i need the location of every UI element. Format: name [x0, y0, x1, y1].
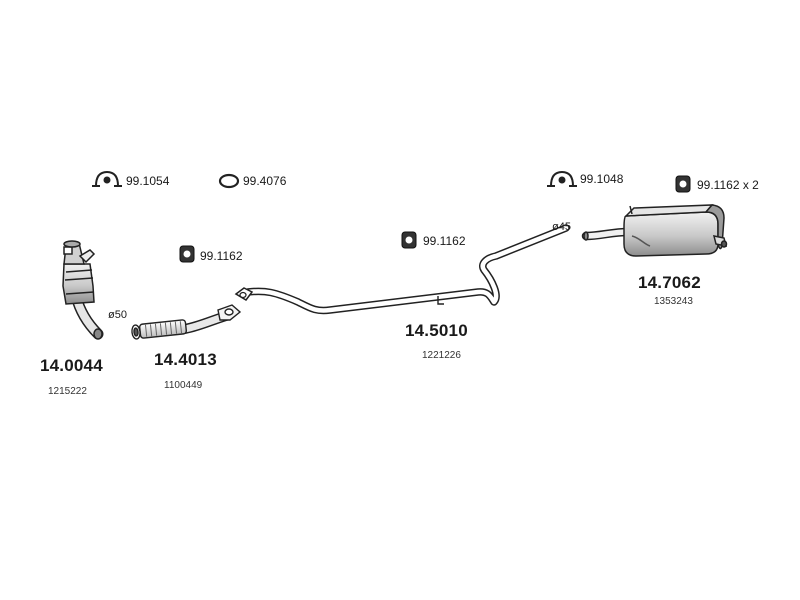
accessory-label: 99.1054 — [126, 174, 170, 188]
oem-number: 1353243 — [654, 296, 693, 307]
part-number: 14.5010 — [405, 321, 468, 340]
part-number: 14.4013 — [154, 350, 217, 369]
oem-number: 1221226 — [422, 350, 461, 361]
hanger-icon — [675, 175, 691, 193]
ring-icon — [218, 173, 240, 189]
accessory-label: 99.4076 — [243, 174, 287, 188]
flex-pipe — [131, 304, 242, 340]
clamp-icon — [92, 170, 122, 187]
hanger-icon — [179, 245, 195, 263]
accessory-label: 99.1162 — [200, 249, 243, 263]
accessory-label: 99.1162 — [423, 234, 466, 248]
diameter-label: ø45 — [552, 221, 571, 233]
rear-silencer — [581, 204, 728, 257]
oem-number: 1100449 — [164, 380, 203, 391]
oem-number: 1215222 — [48, 386, 87, 397]
front-pipe-catalyst — [62, 240, 104, 340]
clamp-icon — [547, 170, 577, 187]
accessory-label: 99.1162 x 2 — [697, 178, 759, 192]
hanger-icon — [401, 231, 417, 249]
diameter-label: ø50 — [108, 309, 127, 321]
middle-pipe — [234, 224, 570, 315]
part-number: 14.7062 — [638, 273, 701, 292]
accessory-label: 99.1048 — [580, 172, 624, 186]
part-number: 14.0044 — [40, 356, 103, 375]
